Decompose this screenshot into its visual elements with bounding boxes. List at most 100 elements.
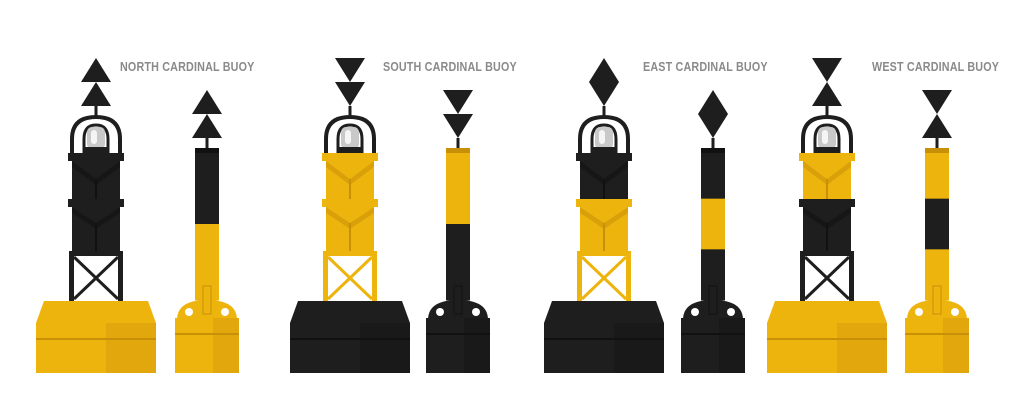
leg-right <box>626 253 631 301</box>
leg-left <box>800 253 805 301</box>
spar-cap <box>925 148 949 153</box>
hull-top <box>767 301 887 323</box>
lifting-eye-icon <box>915 308 923 316</box>
west-cardinal-buoy-label: WEST CARDINAL BUOY <box>872 60 1000 74</box>
north-cardinal-spar-buoy <box>175 90 239 373</box>
spar-base-shade <box>943 318 969 373</box>
spar-base-body <box>905 318 969 373</box>
topmark-cone-icon <box>192 90 222 114</box>
spar-fin <box>202 285 212 315</box>
spar-base-body <box>681 318 745 373</box>
lamp-base <box>816 147 838 153</box>
hull-seam <box>36 338 156 340</box>
spar-fin <box>708 285 718 315</box>
topmark-cone-icon <box>589 82 619 106</box>
west-cardinal-large-buoy <box>767 58 887 373</box>
lower-cage-rim <box>576 199 632 207</box>
spar-band <box>925 148 949 200</box>
topmark-cone-icon <box>443 114 473 138</box>
legs-top-rail <box>323 251 377 256</box>
leg-left <box>577 253 582 301</box>
topmark-cone-icon <box>812 58 842 82</box>
north-cardinal-buoy-label: NORTH CARDINAL BUOY <box>120 60 255 74</box>
topmark-cone-icon <box>443 90 473 114</box>
upper-cage-rim <box>576 153 632 161</box>
lamp-base <box>593 147 615 153</box>
lifting-eye-icon <box>472 308 480 316</box>
spar-base-shade <box>213 318 239 373</box>
lifting-eye-icon <box>951 308 959 316</box>
spar-base-seam <box>681 333 745 335</box>
spar-base-seam <box>905 333 969 335</box>
lantern-cage <box>324 114 376 155</box>
lifting-eye-icon <box>727 308 735 316</box>
lamp-highlight <box>822 130 828 144</box>
lantern-cage <box>70 114 122 155</box>
legs-top-rail <box>69 251 123 256</box>
topmark-cone-icon <box>922 114 952 138</box>
spar-base-seam <box>175 333 239 335</box>
topmark-cone-icon <box>812 82 842 106</box>
hull-body <box>36 323 156 373</box>
hull-shade <box>614 323 664 373</box>
hull-shade <box>837 323 887 373</box>
east-cardinal-buoy-label: EAST CARDINAL BUOY <box>643 60 768 74</box>
topmark-cone-icon <box>335 82 365 106</box>
lifting-eye-icon <box>221 308 229 316</box>
hull-seam <box>290 338 410 340</box>
spar-base-shade <box>719 318 745 373</box>
topmark-cone-icon <box>81 58 111 82</box>
south-cardinal-spar-buoy <box>426 90 490 373</box>
topmark-cone-icon <box>698 114 728 138</box>
topmark-cone-icon <box>922 90 952 114</box>
lamp-base <box>339 147 361 153</box>
lower-cage-rim <box>68 199 124 207</box>
legs-top-rail <box>800 251 854 256</box>
legs-top-rail <box>577 251 631 256</box>
spar-base-shade <box>464 318 490 373</box>
leg-brace <box>72 255 120 301</box>
leg-brace <box>803 255 851 301</box>
lifting-eye-icon <box>436 308 444 316</box>
lifting-eye-icon <box>691 308 699 316</box>
lantern-cage <box>801 114 853 155</box>
hull-body <box>544 323 664 373</box>
leg-left <box>69 253 74 301</box>
leg-brace <box>326 255 374 301</box>
lantern-cage-inner <box>813 123 841 155</box>
topmark-cone-icon <box>335 58 365 82</box>
hull-top <box>544 301 664 323</box>
lower-cage-rim <box>322 199 378 207</box>
spar-band <box>195 148 219 225</box>
upper-cage-rim <box>322 153 378 161</box>
hull-seam <box>544 338 664 340</box>
lantern-cage-inner <box>82 123 110 155</box>
north-cardinal-large-buoy <box>36 58 156 373</box>
lantern-cage-inner <box>336 123 364 155</box>
leg-right <box>849 253 854 301</box>
topmark-cone-icon <box>698 90 728 114</box>
spar-band <box>701 148 725 200</box>
lamp-highlight <box>345 130 351 144</box>
topmark-cone-icon <box>589 58 619 82</box>
leg-brace <box>580 255 628 301</box>
hull-body <box>767 323 887 373</box>
spar-band <box>925 198 949 250</box>
south-cardinal-buoy-label: SOUTH CARDINAL BUOY <box>383 60 517 74</box>
lamp-base <box>85 147 107 153</box>
upper-cage-rim <box>68 153 124 161</box>
east-cardinal-large-buoy <box>544 58 664 373</box>
south-cardinal-large-buoy <box>290 58 410 373</box>
lamp-highlight <box>599 130 605 144</box>
lifting-eye-icon <box>185 308 193 316</box>
spar-fin <box>932 285 942 315</box>
lamp-highlight <box>91 130 97 144</box>
spar-cap <box>446 148 470 153</box>
hull-shade <box>106 323 156 373</box>
hull-top <box>290 301 410 323</box>
hull-seam <box>767 338 887 340</box>
spar-fin <box>453 285 463 315</box>
spar-base-body <box>175 318 239 373</box>
hull-body <box>290 323 410 373</box>
upper-cage-rim <box>799 153 855 161</box>
